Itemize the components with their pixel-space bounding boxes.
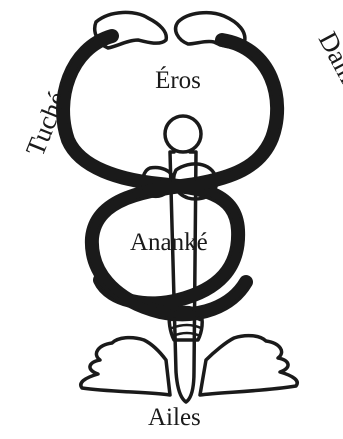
label-daimon: Daimôn: [313, 27, 343, 118]
staff: [165, 116, 201, 402]
wings: [81, 336, 297, 395]
staff-wrap-coil-2: [172, 325, 201, 328]
label-ailes: Ailes: [148, 404, 201, 431]
right-wing: [200, 336, 297, 395]
label-ananke: Ananké: [130, 229, 208, 256]
right-serpent: [92, 13, 277, 315]
staff-knob: [165, 116, 201, 152]
left-wing: [81, 338, 170, 395]
staff-wrap-coil-3: [173, 333, 200, 336]
label-eros: Éros: [155, 66, 201, 94]
